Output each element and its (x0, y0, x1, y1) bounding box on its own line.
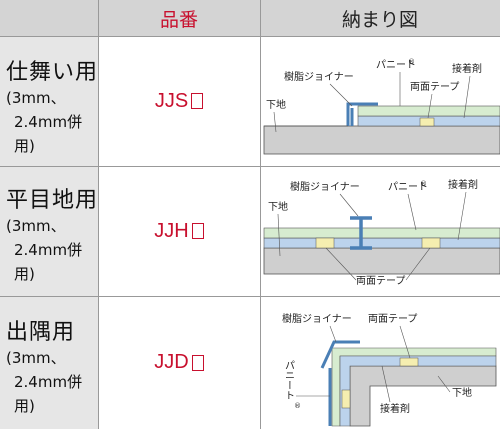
base-layer (263, 247, 500, 275)
callout-mark: ® (294, 402, 301, 410)
adhesive-corner (339, 355, 497, 427)
callout-joiner: 樹脂ジョイナー (290, 180, 360, 193)
joiner-shape (320, 340, 360, 426)
diagram-jjh: 樹脂ジョイナー パニート ® 接着剤 下地 両面テープ (260, 166, 500, 296)
callout-adhesive: 接着剤 (380, 402, 410, 415)
row-sub1: (3mm、 (6, 349, 66, 367)
blank-box-icon (191, 354, 204, 371)
joiner-shape (350, 216, 372, 250)
header-code: 品番 (98, 0, 260, 36)
joiner-shape (346, 102, 378, 126)
header-blank (0, 0, 98, 36)
callout-adhesive: 接着剤 (448, 178, 478, 191)
row-sub2: 2.4mm併用) (14, 113, 83, 155)
row-sub2: 2.4mm併用) (14, 241, 83, 283)
row-sub1: (3mm、 (6, 217, 66, 235)
base-corner (349, 365, 497, 427)
callout-base: 下地 (266, 98, 286, 111)
tape-block-side (341, 389, 351, 409)
diagram-jjs: 樹脂ジョイナー パニート ® 両面テープ 接着剤 下地 (260, 36, 500, 166)
grid-line (98, 0, 99, 429)
blank-box-icon (191, 93, 204, 109)
code-text: JJS (154, 89, 189, 112)
diagram-svg-jjd: 樹脂ジョイナー 両面テープ 下地 接着剤 パニート ® (282, 312, 497, 427)
row-code-jjd: JJD (98, 296, 260, 429)
callout-panel: パニート (283, 360, 295, 400)
row-name: 平目地用 (6, 188, 99, 213)
grid-line (0, 166, 500, 167)
row-code-jjs: JJS (98, 36, 260, 166)
adhesive-layer (263, 237, 500, 249)
tape-block-right (421, 237, 441, 249)
tape-block (419, 117, 435, 127)
row-sub1: (3mm、 (6, 89, 66, 107)
callout-mark: ® (420, 180, 427, 188)
tape-block-left (315, 237, 335, 249)
diagram-jjd: 樹脂ジョイナー 両面テープ 下地 接着剤 パニート ® (260, 296, 500, 429)
header-diagram: 納まり図 (260, 0, 500, 36)
tape-block-top (399, 357, 419, 367)
callout-tape: 両面テープ (368, 313, 417, 325)
callout-joiner: 樹脂ジョイナー (284, 70, 354, 83)
code-text: JJD (154, 351, 189, 373)
callout-adhesive: 接着剤 (452, 62, 482, 75)
callout-base: 下地 (268, 200, 288, 213)
callout-mark: ® (408, 58, 415, 66)
row-sub2: 2.4mm併用) (14, 373, 83, 415)
row-name: 出隅用 (6, 320, 76, 345)
callout-tape: 両面テープ (410, 81, 459, 93)
code-text: JJH (154, 219, 189, 242)
row-label-jjh: 平目地用 (3mm、 2.4mm併用) (0, 166, 98, 296)
row-code-jjh: JJH (98, 166, 260, 296)
callout-tape: 両面テープ (356, 275, 405, 287)
callout-panel: パニート (388, 181, 428, 193)
blank-box-icon (191, 223, 204, 239)
grid-line (0, 36, 500, 37)
diagram-svg-jjs: 樹脂ジョイナー パニート ® 両面テープ 接着剤 下地 (263, 58, 500, 155)
row-label-jjs: 仕舞い用 (3mm、 2.4mm併用) (0, 36, 98, 166)
row-label-jjd: 出隅用 (3mm、 2.4mm併用) (0, 296, 98, 429)
callout-panel: パニート (376, 59, 416, 71)
diagram-svg-jjh: 樹脂ジョイナー パニート ® 接着剤 下地 両面テープ (263, 178, 500, 287)
callout-base: 下地 (452, 386, 472, 399)
row-name: 仕舞い用 (6, 60, 99, 85)
base-layer (263, 125, 500, 155)
callout-joiner: 樹脂ジョイナー (282, 312, 352, 325)
panel-layer (263, 227, 500, 239)
grid-line (0, 296, 500, 297)
grid-line (260, 0, 261, 429)
